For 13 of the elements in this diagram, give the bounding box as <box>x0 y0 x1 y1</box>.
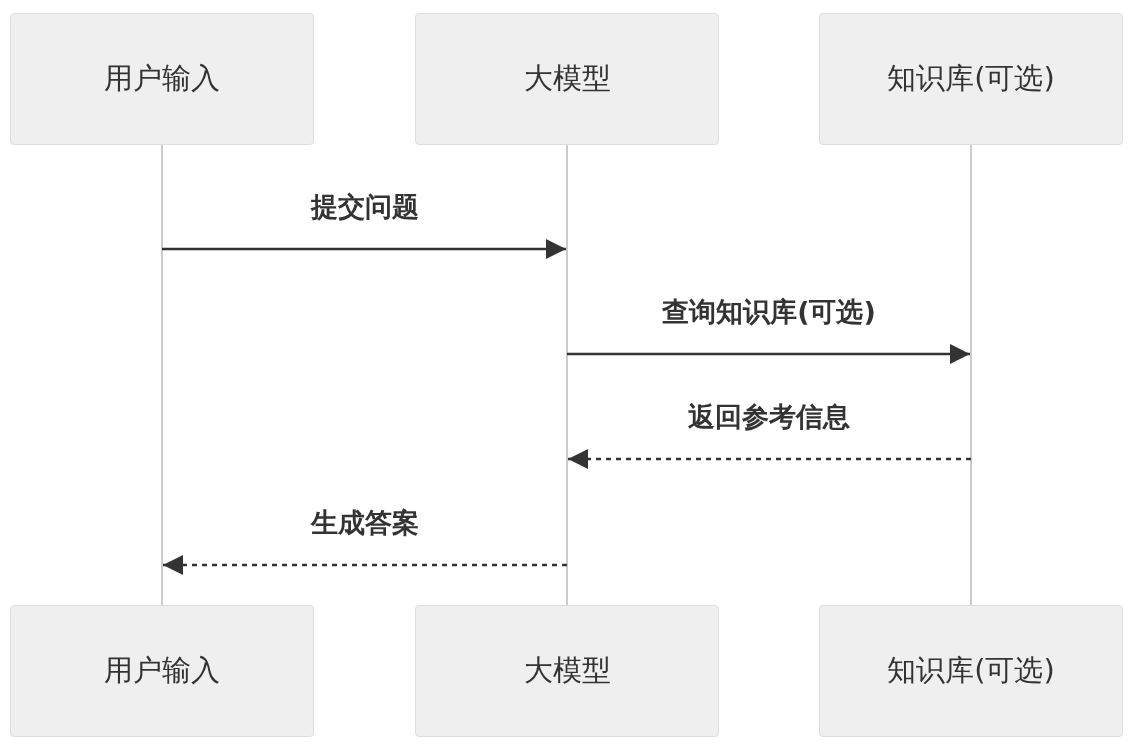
lifeline <box>566 145 568 605</box>
participant-box: 大模型 <box>415 13 719 145</box>
message-arrow <box>567 344 970 364</box>
participant-box: 用户输入 <box>10 605 314 737</box>
message-arrow <box>568 449 971 469</box>
message-arrow <box>162 239 566 259</box>
lifeline <box>161 145 163 605</box>
lifeline <box>970 145 972 605</box>
participant-box: 用户输入 <box>10 13 314 145</box>
message-arrow <box>163 555 567 575</box>
participant-box: 知识库(可选) <box>819 13 1123 145</box>
participant-box: 大模型 <box>415 605 719 737</box>
participant-box: 知识库(可选) <box>819 605 1123 737</box>
